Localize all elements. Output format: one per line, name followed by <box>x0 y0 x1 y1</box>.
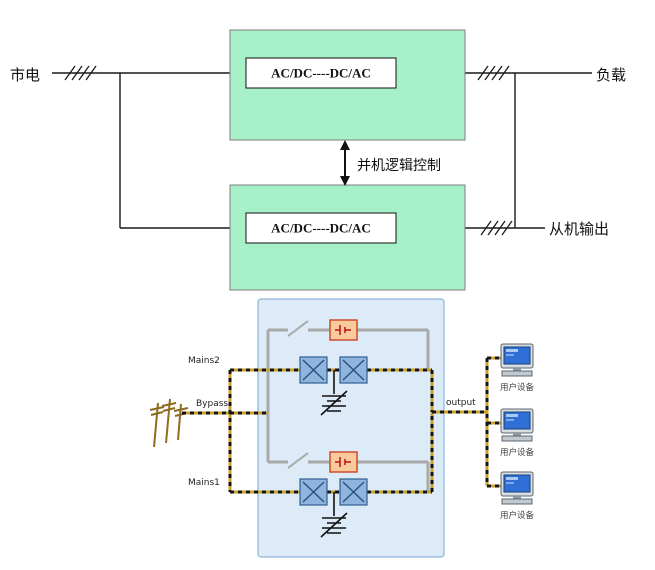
cable-hash-marks-load <box>477 65 510 81</box>
cable-hash-marks-slave-output <box>480 220 513 236</box>
computer-icon-1 <box>500 343 534 377</box>
rectifier-1 <box>299 356 328 384</box>
bypass-gray-lines <box>266 320 430 492</box>
static-switch-2-box <box>329 451 358 473</box>
bypass-label: Bypass <box>196 399 228 409</box>
static-switch-1 <box>329 319 358 341</box>
parallel-control-arrow <box>340 140 350 186</box>
keyboard <box>501 370 533 377</box>
utility-pole-icon <box>149 398 189 448</box>
mains2-label: Mains2 <box>188 356 220 366</box>
ups1-inner-box <box>245 57 397 89</box>
ups-module-2: AC/DC----DC/AC <box>229 184 466 291</box>
inverter-2 <box>339 478 368 506</box>
power-lines <box>182 356 502 494</box>
static-switch-1-box <box>329 319 358 341</box>
inverter-1 <box>339 356 368 384</box>
bypass-switch-1 <box>287 320 309 337</box>
device-label-2: 用户设备 <box>500 447 535 458</box>
cable-hash-marks-input <box>64 65 97 81</box>
load-label: 负载 <box>596 67 626 84</box>
keyboard <box>501 498 533 505</box>
top-wires <box>52 72 592 229</box>
parallel-control-label: 并机逻辑控制 <box>357 158 441 174</box>
computer-icon-2 <box>500 408 534 442</box>
battery-1 <box>320 370 348 416</box>
battery-2 <box>320 492 348 538</box>
device-label-1: 用户设备 <box>500 382 535 393</box>
rectifier-2 <box>299 478 328 506</box>
ups2-inner-box <box>245 212 397 244</box>
ups1-text: AC/DC----DC/AC <box>271 66 371 81</box>
mains-label: 市电 <box>10 67 40 84</box>
keyboard <box>501 435 533 442</box>
arrow-up-head <box>340 140 350 150</box>
bottom-wiring-diagram: Mains2 Bypass Mains1 output 用户设备 用户设备 <box>149 298 535 558</box>
static-switch-2 <box>329 451 358 473</box>
slave-output-label: 从机输出 <box>549 221 609 238</box>
arrow-down-head <box>340 176 350 186</box>
bypass-switch-2 <box>287 452 309 469</box>
computer-icon-3 <box>500 471 534 505</box>
top-parallel-block-diagram: AC/DC----DC/AC AC/DC----DC/AC 市电 负载 从机输出… <box>10 29 626 291</box>
mains1-label: Mains1 <box>188 478 220 488</box>
ups-module-1: AC/DC----DC/AC <box>229 29 466 141</box>
output-label: output <box>446 398 476 408</box>
device-label-3: 用户设备 <box>500 510 535 521</box>
ups2-text: AC/DC----DC/AC <box>271 221 371 236</box>
